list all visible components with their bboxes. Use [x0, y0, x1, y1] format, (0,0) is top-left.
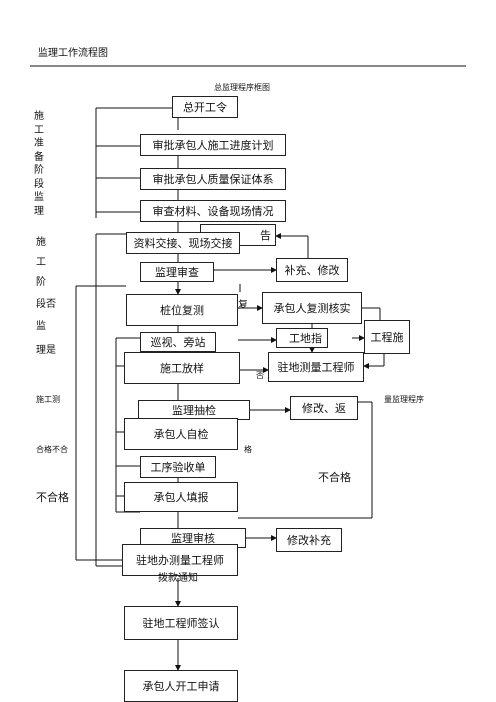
unqualified-small-tail: 格 — [244, 445, 252, 454]
site-surveyor-box: 驻地测量工程师 — [268, 352, 364, 382]
unqualified-large-label: 不合格 — [36, 491, 69, 504]
construction-partial-box: 工程施 — [364, 320, 410, 354]
modify-return-box: 修改、返 — [290, 396, 358, 420]
page-title: 监理工作流程图 — [38, 48, 108, 59]
handover-box: 资料交接、现场交接 — [126, 232, 240, 254]
contractor-recheck-box: 承包人复测核实 — [262, 292, 362, 324]
construction-label-b: 工 — [36, 257, 46, 268]
supplement-modify-box: 补充、修改 — [276, 258, 348, 282]
fragment-fu: 复 — [238, 300, 248, 311]
review-materials-box: 审查材料、设备现场情况 — [140, 200, 286, 222]
survey-right-label: 量监理程序 — [384, 395, 424, 404]
unqualified-small-label: 合格不合 — [36, 445, 68, 454]
unqualified-right-label: 不合格 — [318, 471, 351, 484]
pile-check-box: 桩位复测 — [126, 294, 238, 326]
fill-report-box: 承包人填报 — [124, 482, 238, 512]
layout-box: 施工放样 — [124, 352, 240, 384]
supervisor-review-box: 监理审查 — [140, 262, 214, 282]
manage-yes-label: 理是 — [36, 345, 56, 356]
site-ins-box: 工地指 — [276, 328, 328, 348]
start-application-box: 承包人开工申请 — [124, 670, 238, 702]
fragment-fou: 否 — [256, 371, 264, 380]
construction-label-c: 阶 — [36, 277, 46, 288]
sampling-box: 监理抽检 — [138, 400, 250, 420]
self-check-box: 承包人自检 — [124, 418, 238, 450]
notice-fragment: 拨款通知 — [158, 572, 198, 583]
construction-label-a: 施 — [36, 237, 46, 248]
survey-left-label: 施工测 — [36, 395, 60, 404]
supervise-label: 监 — [36, 321, 46, 332]
diagram-subtitle: 总监理程序框图 — [214, 83, 270, 92]
acceptance-form-box: 工序验收单 — [140, 456, 216, 478]
start-order-box: 总开工令 — [172, 96, 238, 118]
prep-stage-label: 施工准备阶段监理 — [34, 111, 44, 217]
modify-supplement-box: 修改补充 — [276, 528, 342, 552]
stage-no-label: 段否 — [36, 299, 56, 310]
approve-quality-box: 审批承包人质量保证体系 — [140, 168, 286, 190]
resident-surveyor-box: 驻地办测量工程师 — [122, 544, 238, 576]
resident-sign-box: 驻地工程师签认 — [124, 606, 238, 640]
approve-schedule-box: 审批承包人施工进度计划 — [140, 134, 286, 156]
patrol-box: 巡视、旁站 — [140, 332, 216, 352]
